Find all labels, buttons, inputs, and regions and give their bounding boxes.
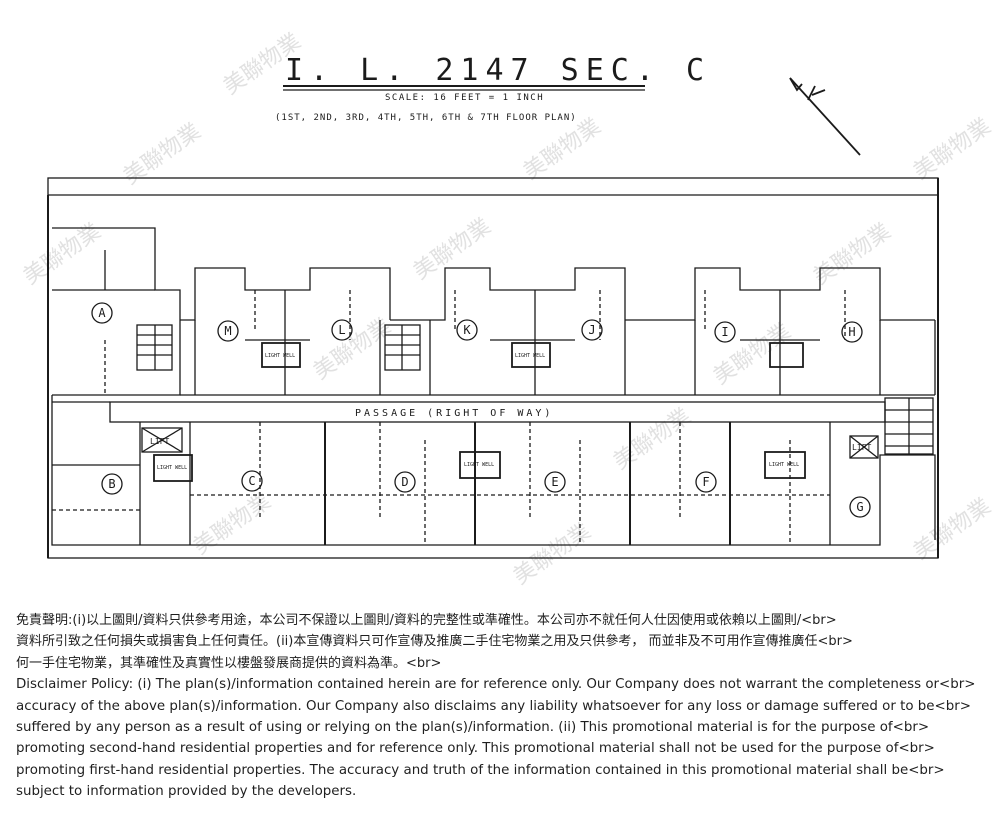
watermark-text: 美聯物業 bbox=[119, 119, 205, 190]
unit-label-g: G bbox=[856, 500, 863, 514]
disclaimer-zh-line: 資料所引致之任何損失或損害負上任何責任。(ii)本宣傳資料只可作宣傳及推廣二手住… bbox=[16, 634, 853, 650]
watermark-text: 美聯物業 bbox=[19, 219, 105, 290]
unit-label-k: K bbox=[463, 323, 471, 337]
watermark-text: 美聯物業 bbox=[309, 314, 395, 385]
watermark-text: 美聯物業 bbox=[189, 489, 275, 560]
unit-label-j: J bbox=[588, 323, 595, 337]
disclaimer-en-line: suffered by any person as a result of us… bbox=[16, 720, 930, 736]
light-well-label: LIGHT WELL bbox=[265, 353, 295, 359]
disclaimer-block: 免責聲明:(i)以上圖則/資料只供參考用途，本公司不保證以上圖則/資料的完整性或… bbox=[16, 610, 991, 803]
floors-note: (1ST, 2ND, 3RD, 4TH, 5TH, 6TH & 7TH FLOO… bbox=[275, 113, 577, 123]
lot-title: I. L. 2147 SEC. C bbox=[285, 53, 711, 88]
watermark-text: 美聯物業 bbox=[909, 114, 995, 185]
watermark-text: 美聯物業 bbox=[909, 494, 995, 565]
disclaimer-en-line: accuracy of the above plan(s)/informatio… bbox=[16, 698, 971, 714]
lift-label: LIFT bbox=[150, 437, 169, 446]
unit-markers-bottom: B C D E F G bbox=[101, 470, 871, 518]
unit-markers-top: A M L K J I H bbox=[91, 302, 863, 343]
floor-plan: 美聯物業 美聯物業 美聯物業 美聯物業 美聯物業 美聯物業 美聯物業 美聯物業 … bbox=[19, 29, 995, 590]
watermark-text: 美聯物業 bbox=[409, 214, 495, 285]
disclaimer-en-line: promoting second-hand residential proper… bbox=[16, 741, 935, 757]
plan-linework bbox=[47, 177, 939, 559]
light-well-label: LIGHT WELL bbox=[515, 353, 545, 359]
unit-label-m: M bbox=[224, 324, 231, 338]
unit-label-c: C bbox=[248, 474, 255, 488]
watermark-text: 美聯物業 bbox=[519, 114, 605, 185]
scale-note: SCALE: 16 FEET = 1 INCH bbox=[385, 93, 544, 103]
disclaimer-zh-line: 何一手住宅物業，其準確性及真實性以樓盤發展商提供的資料為準。<br> bbox=[16, 655, 442, 671]
passage-label: PASSAGE (RIGHT OF WAY) bbox=[355, 408, 553, 419]
light-well-label: LIGHT WELL bbox=[157, 465, 187, 471]
watermark-text: 美聯物業 bbox=[609, 404, 695, 475]
disclaimer-en-line: Disclaimer Policy: (i) The plan(s)/infor… bbox=[16, 677, 976, 693]
lift-label: LIFT bbox=[852, 443, 871, 452]
unit-label-f: F bbox=[702, 475, 709, 489]
disclaimer-en-line: subject to information provided by the d… bbox=[16, 784, 357, 800]
light-well-label: LIGHT WELL bbox=[769, 462, 799, 468]
unit-label-a: A bbox=[98, 306, 106, 320]
north-arrow-icon bbox=[789, 77, 861, 156]
unit-label-b: B bbox=[108, 477, 115, 491]
unit-label-e: E bbox=[551, 475, 558, 489]
unit-label-i: I bbox=[721, 325, 728, 339]
disclaimer-zh-line: 免責聲明:(i)以上圖則/資料只供參考用途，本公司不保證以上圖則/資料的完整性或… bbox=[16, 613, 837, 628]
watermark-text: 美聯物業 bbox=[809, 219, 895, 290]
unit-label-l: L bbox=[338, 323, 345, 337]
unit-label-h: H bbox=[848, 325, 855, 339]
disclaimer-en-line: promoting first-hand residential propert… bbox=[16, 762, 945, 778]
watermark-text: 美聯物業 bbox=[509, 519, 595, 590]
unit-label-d: D bbox=[401, 475, 408, 489]
light-well-label: LIGHT WELL bbox=[464, 462, 494, 468]
